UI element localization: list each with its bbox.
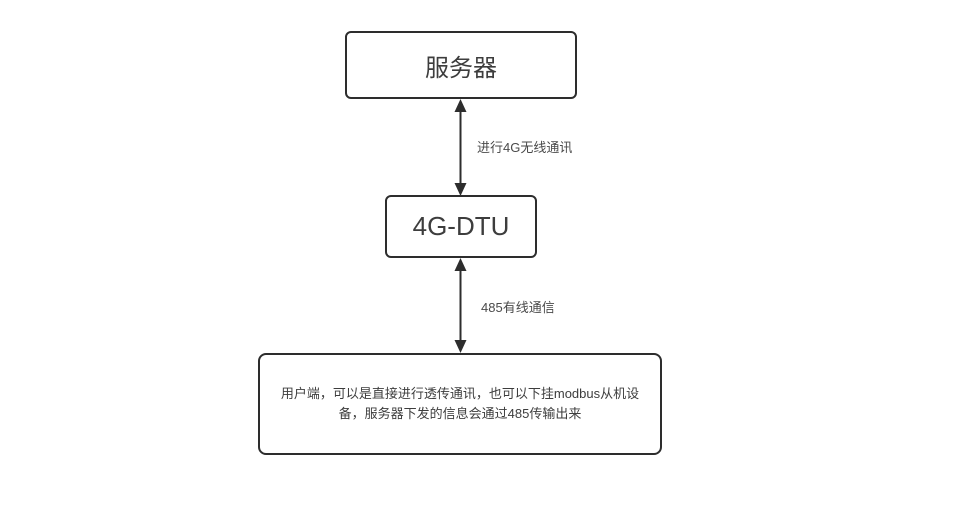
double-arrow-icon xyxy=(454,258,467,353)
dtu-node-label: 4G-DTU xyxy=(412,211,510,241)
dtu-node: 4G-DTU xyxy=(385,195,537,258)
server-node-label: 服务器 xyxy=(425,54,497,82)
edge-label-4g-wireless: 进行4G无线通讯 xyxy=(477,140,573,155)
server-node: 服务器 xyxy=(345,31,577,99)
client-node: 用户端，可以是直接进行透传通讯，也可以下挂modbus从机设备，服务器下发的信息… xyxy=(258,353,662,455)
edge-label-485-wired: 485有线通信 xyxy=(481,300,555,315)
client-node-label: 用户端，可以是直接进行透传通讯，也可以下挂modbus从机设备，服务器下发的信息… xyxy=(280,386,640,421)
double-arrow-icon xyxy=(454,99,467,196)
